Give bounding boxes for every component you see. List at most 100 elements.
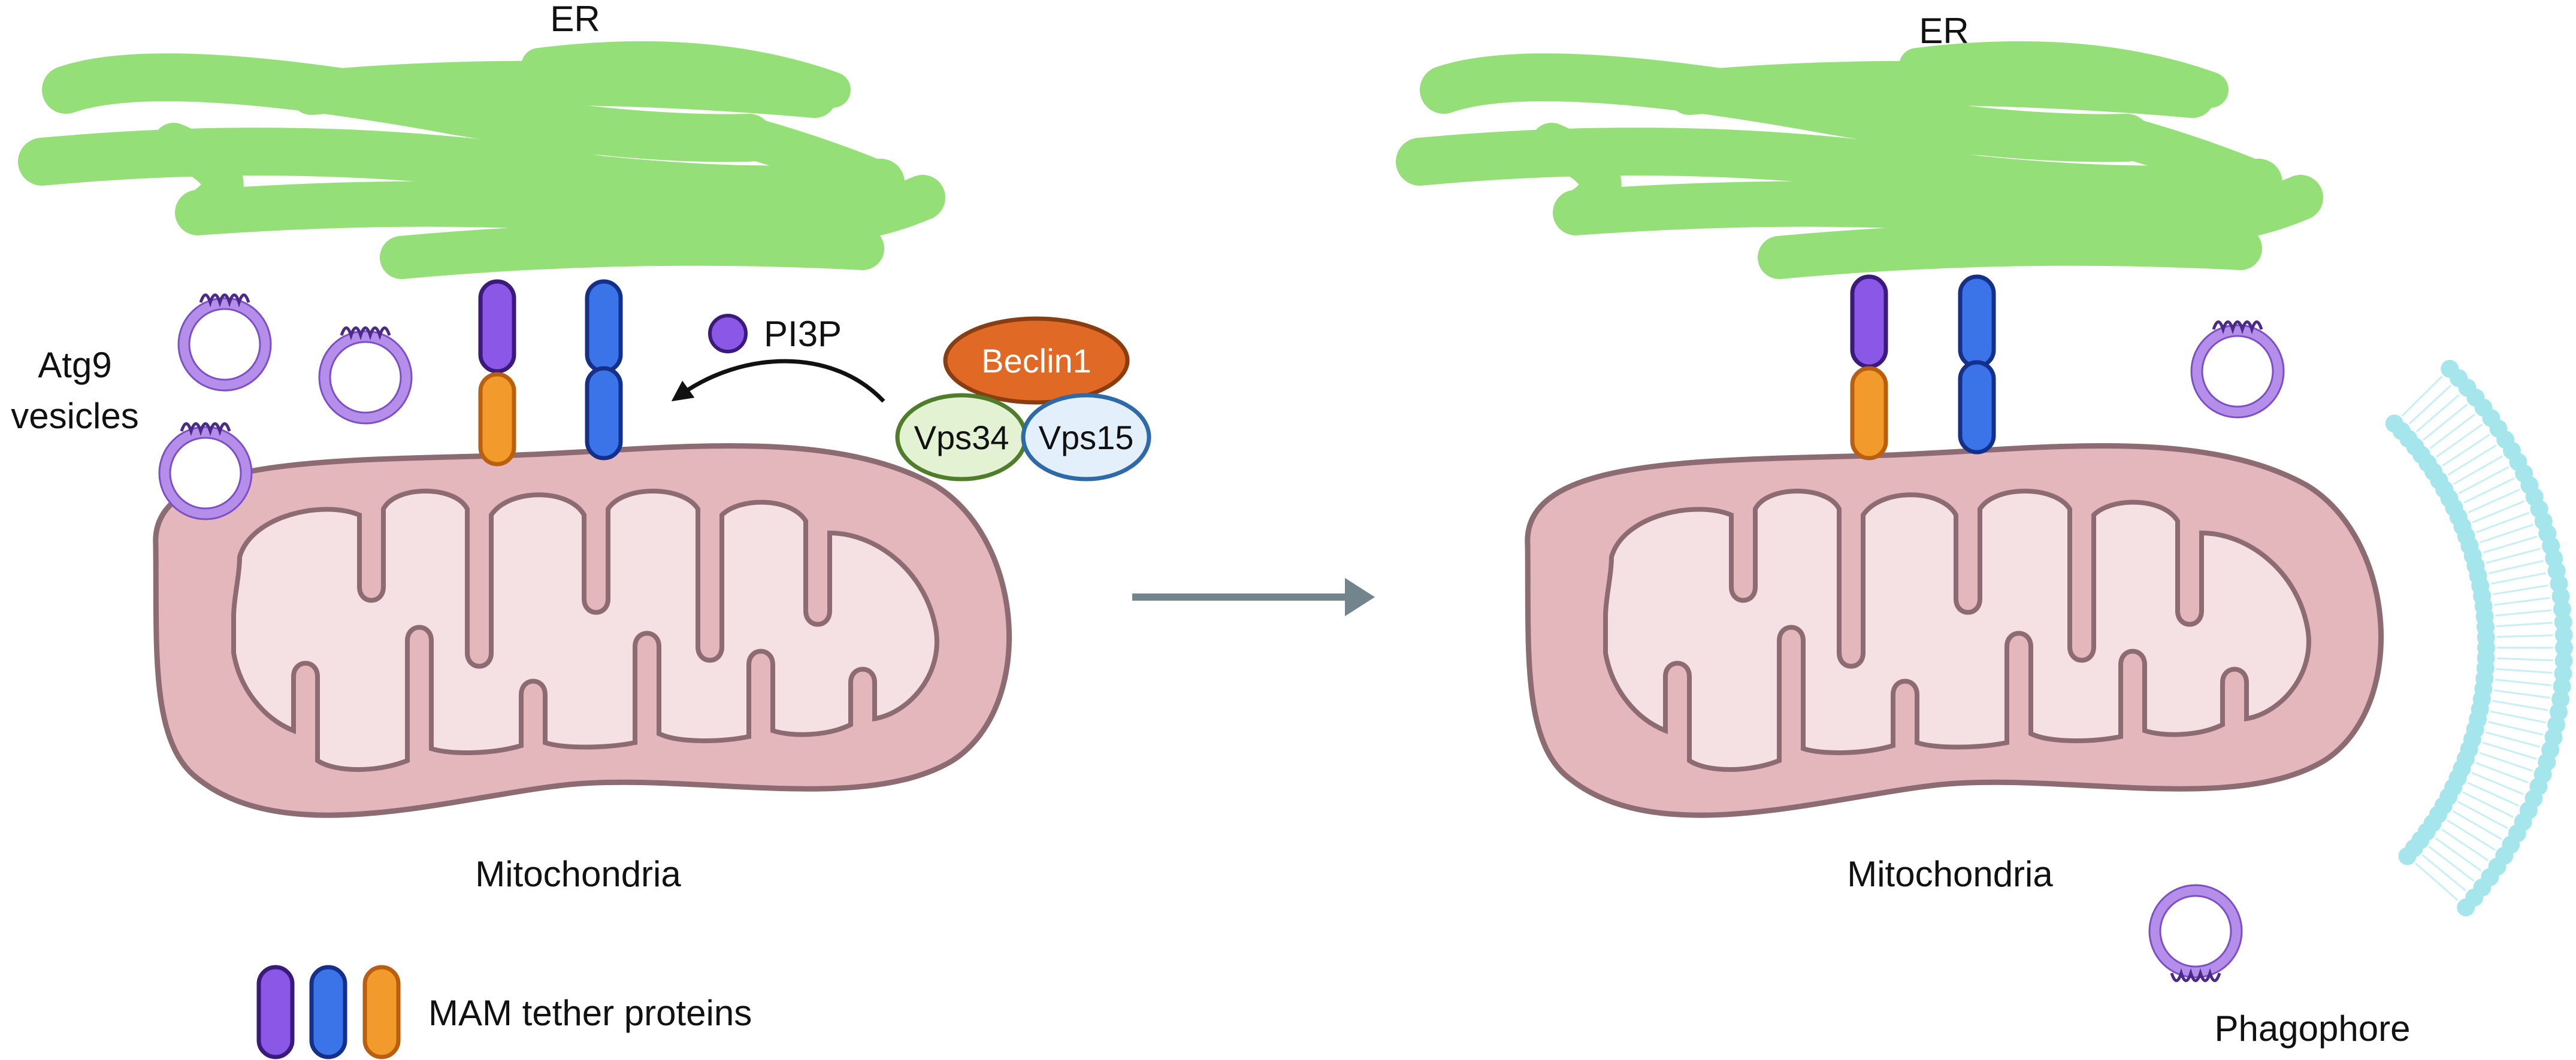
tether-pair-left-1 <box>480 281 514 464</box>
lipid-tail <box>2475 762 2529 784</box>
lipid-tail <box>2447 819 2496 851</box>
phagophore-label: Phagophore <box>2215 1008 2411 1049</box>
vesicle-icon <box>319 328 412 424</box>
lipid-tail <box>2496 634 2553 638</box>
lipid-tail <box>2435 837 2482 872</box>
lipid-tail <box>2492 699 2548 711</box>
lipid-tail <box>2490 710 2546 723</box>
mitochondria-left-icon <box>156 446 1009 815</box>
pi3p-dot-icon <box>708 314 748 353</box>
lipid-head <box>2554 652 2573 670</box>
pi3k-complex: Beclin1 Vps34 Vps15 <box>895 316 1151 481</box>
lipid-tail <box>2442 434 2490 467</box>
lipid-tail <box>2480 523 2534 544</box>
lipid-tail <box>2457 801 2508 829</box>
lipid-tail <box>2467 782 2520 807</box>
lipid-tail <box>2479 752 2533 772</box>
lipid-bilayer-icon <box>2385 359 2573 917</box>
lipid-tail <box>2488 720 2544 736</box>
legend: MAM tether proteins <box>259 967 752 1057</box>
er-left-label: ER <box>550 0 600 39</box>
lipid-tail <box>2483 535 2538 554</box>
lipid-tail <box>2493 689 2550 699</box>
pi3p-label: PI3P <box>764 314 842 354</box>
lipid-tail <box>2490 572 2547 585</box>
tether-pair-right-1 <box>1852 277 1886 458</box>
tether-protein-icon <box>1960 277 1994 367</box>
lipid-head <box>2554 626 2573 644</box>
lipid-tail <box>2458 466 2510 495</box>
vesicle-icon <box>159 424 252 520</box>
tether-protein-icon <box>1852 277 1886 367</box>
lipid-head <box>2457 898 2475 917</box>
tether-protein-icon <box>480 281 514 371</box>
lipid-tail <box>2485 731 2541 748</box>
tether-protein-icon <box>312 967 345 1057</box>
vps15-label: Vps15 <box>1039 419 1134 456</box>
legend-label: MAM tether proteins <box>428 993 752 1033</box>
beclin1-icon <box>943 316 1130 405</box>
lipid-tail <box>2494 596 2550 606</box>
tether-protein-icon <box>1960 362 1994 452</box>
lipid-head <box>2554 638 2573 657</box>
lipid-head <box>2398 847 2417 865</box>
lipid-tail <box>2447 444 2497 476</box>
left-panel: ER Mitochondria Atg9 vesicles PI3P Becli… <box>11 0 1151 1057</box>
atg9-label-line1: Atg9 <box>38 345 111 385</box>
lipid-tail <box>2476 511 2530 534</box>
lipid-tail <box>2488 559 2544 574</box>
atg9-label-line2: vesicles <box>11 396 138 436</box>
tether-pair-right-2 <box>1960 277 1994 452</box>
lipid-tail <box>2429 413 2476 449</box>
lipid-head <box>2553 600 2572 619</box>
lipid-tail <box>2436 423 2483 458</box>
tether-pair-left-2 <box>587 281 621 458</box>
tether-protein-icon <box>587 281 621 371</box>
right-panel: ER Mitochondria Phagophore <box>1420 11 2573 1049</box>
tether-protein-icon <box>1852 368 1886 458</box>
lipid-tail <box>2462 791 2514 818</box>
vps34-label: Vps34 <box>914 419 1009 456</box>
lipid-tail <box>2441 828 2489 862</box>
er-right-icon <box>1420 59 2300 258</box>
lipid-tail <box>2428 846 2475 882</box>
vesicle-icon <box>2149 885 2242 981</box>
transition-arrow-icon <box>1132 578 1375 616</box>
lipid-tail <box>2452 810 2502 840</box>
lipid-head <box>2554 613 2572 631</box>
lipid-tail <box>2495 609 2552 617</box>
lipid-tail <box>2471 771 2524 795</box>
lipid-tail <box>2408 384 2451 425</box>
er-right-label: ER <box>1919 11 1969 51</box>
lipid-tail <box>2415 862 2459 901</box>
lipid-tail <box>2421 854 2467 892</box>
lipid-tail <box>2495 679 2551 686</box>
vesicle-icon <box>2191 322 2284 418</box>
vps15-icon <box>1021 393 1151 481</box>
lipid-tail <box>2453 455 2504 485</box>
lipid-tail <box>2468 489 2520 514</box>
lipid-tail <box>2423 404 2468 441</box>
vesicle-icon <box>179 295 271 391</box>
lipid-head <box>2554 664 2572 683</box>
lipid-tail <box>2401 375 2443 417</box>
mitochondria-right-label: Mitochondria <box>1847 854 2053 894</box>
mitochondria-left-label: Mitochondria <box>475 854 681 894</box>
lipid-tail <box>2415 394 2460 432</box>
tether-protein-icon <box>480 374 514 464</box>
lipid-tail <box>2486 547 2541 564</box>
lipid-tail <box>2496 668 2553 674</box>
mitochondria-right-icon <box>1528 446 2381 815</box>
lipid-tail <box>2492 584 2548 595</box>
tether-protein-icon <box>259 967 292 1057</box>
lipid-tail <box>2463 477 2515 504</box>
lipid-tail <box>2472 500 2525 523</box>
er-left-icon <box>42 59 923 258</box>
tether-protein-icon <box>365 967 398 1057</box>
beclin1-label: Beclin1 <box>981 342 1092 380</box>
curved-arrow-icon <box>671 359 885 403</box>
lipid-tail <box>2496 622 2553 628</box>
lipid-tail <box>2482 741 2537 760</box>
tether-protein-icon <box>587 368 621 458</box>
